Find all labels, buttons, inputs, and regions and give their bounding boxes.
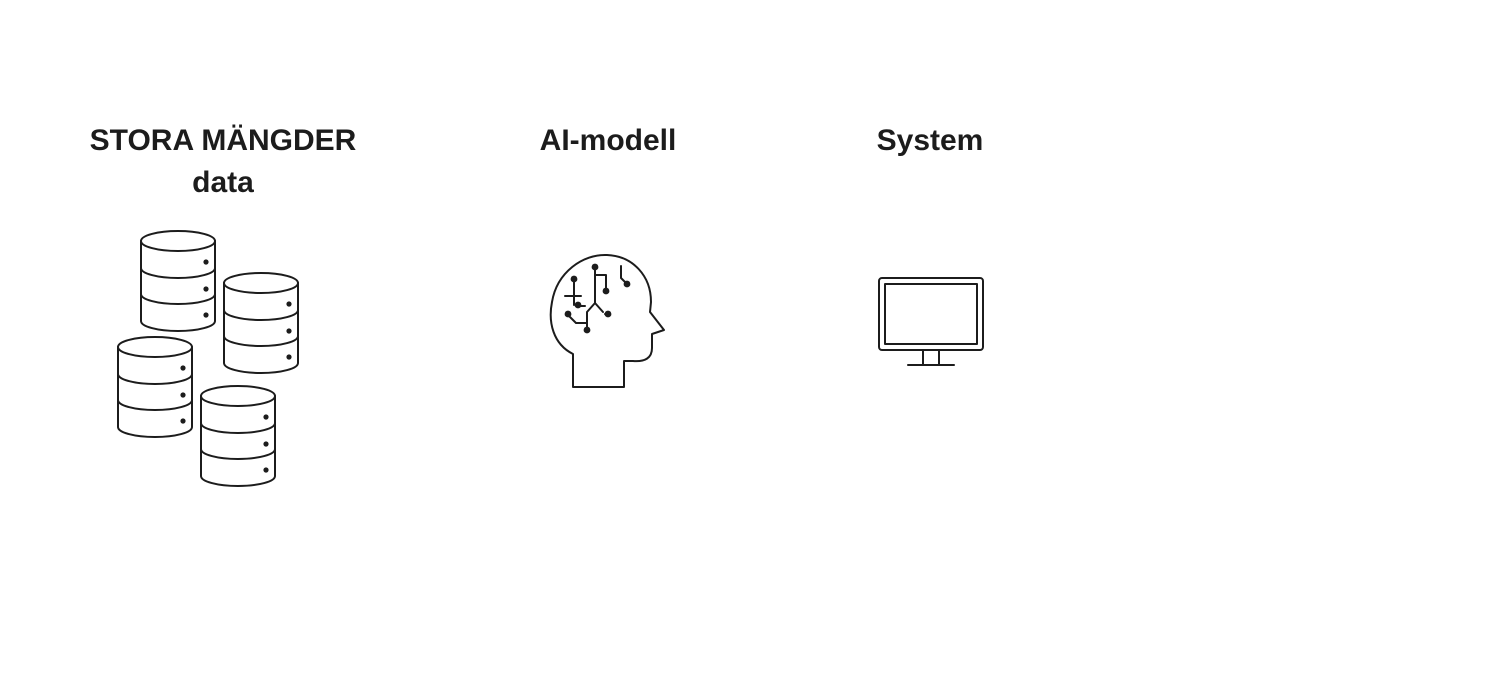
data-title-line1: STORA MÄNGDER xyxy=(89,124,357,157)
database-icon-bottom-left xyxy=(117,336,193,438)
database-icon-top-right xyxy=(223,272,299,374)
computer-monitor-icon xyxy=(878,277,984,366)
database-stack-icon xyxy=(117,230,299,487)
database-icon-top-left xyxy=(140,230,216,332)
data-column-title: STORA MÄNGDER data xyxy=(73,120,373,204)
database-icon-bottom-right xyxy=(200,385,276,487)
ai-brain-head-icon xyxy=(549,253,665,388)
data-title-line2: data xyxy=(192,166,254,199)
circuit-traces xyxy=(564,263,631,334)
ai-model-title: AI-modell xyxy=(539,124,677,157)
system-title: System xyxy=(876,124,984,157)
